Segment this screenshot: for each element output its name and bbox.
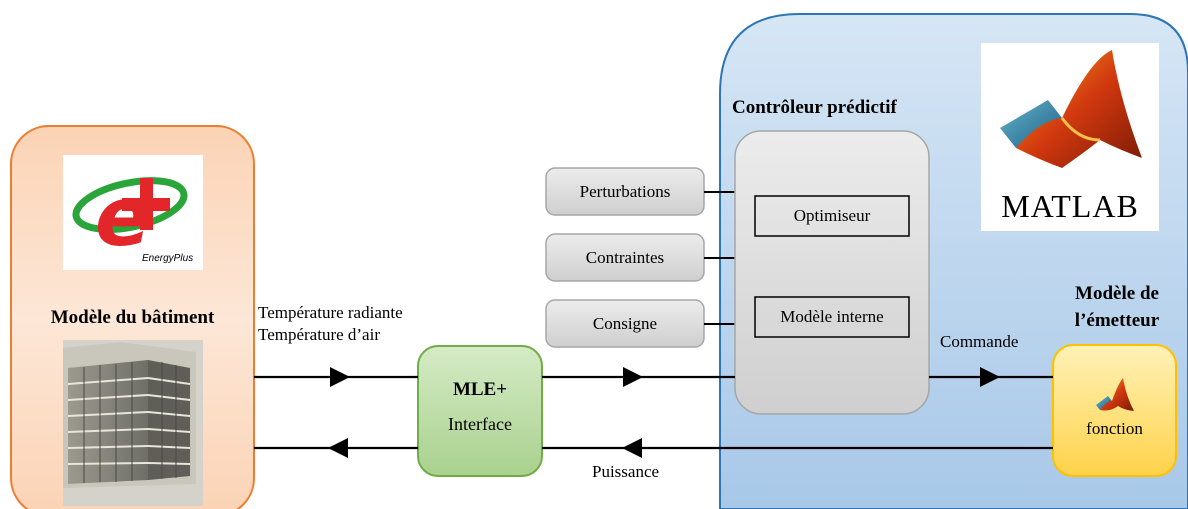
- matlab-logo: [981, 43, 1159, 231]
- emitter-title-line2: l’émetteur: [1074, 310, 1160, 331]
- signal-radiant-temperature: Température radiante: [258, 303, 403, 322]
- internal-model-box: [754, 296, 910, 338]
- contraintes-label: Contraintes: [585, 247, 665, 267]
- input-connectors: [704, 191, 735, 325]
- signal-power: Puissance: [592, 462, 660, 481]
- energyplus-logo-text: EnergyPlus: [142, 253, 194, 264]
- emitter-title-line1: Modèle de: [1075, 283, 1159, 304]
- signal-air-temperature: Température d’air: [258, 325, 380, 344]
- building-image: [63, 340, 203, 506]
- flow-arrowheads: [328, 367, 1000, 458]
- interface-subtitle: Interface: [448, 414, 512, 434]
- internal-model-label: Modèle interne: [780, 307, 884, 326]
- interface-box: [417, 345, 543, 477]
- emitter-function-label: fonction: [1086, 419, 1143, 438]
- consigne-label: Consigne: [592, 313, 658, 333]
- controller-title: Contrôleur prédictif: [732, 97, 897, 118]
- optimizer-label: Optimiseur: [793, 206, 871, 225]
- matlab-logo-text: MATLAB: [1001, 188, 1139, 224]
- matlab-function-icon: [1096, 378, 1134, 411]
- interface-title: MLE+: [452, 379, 508, 400]
- building-title: Modèle du bâtiment: [50, 307, 215, 328]
- emitter-box: [1052, 344, 1177, 477]
- optimizer-box: [754, 195, 910, 237]
- energyplus-logo: e: [63, 155, 203, 270]
- controller-box: [734, 130, 930, 415]
- perturbations-label: Perturbations: [579, 181, 671, 201]
- signal-command: Commande: [940, 332, 1019, 351]
